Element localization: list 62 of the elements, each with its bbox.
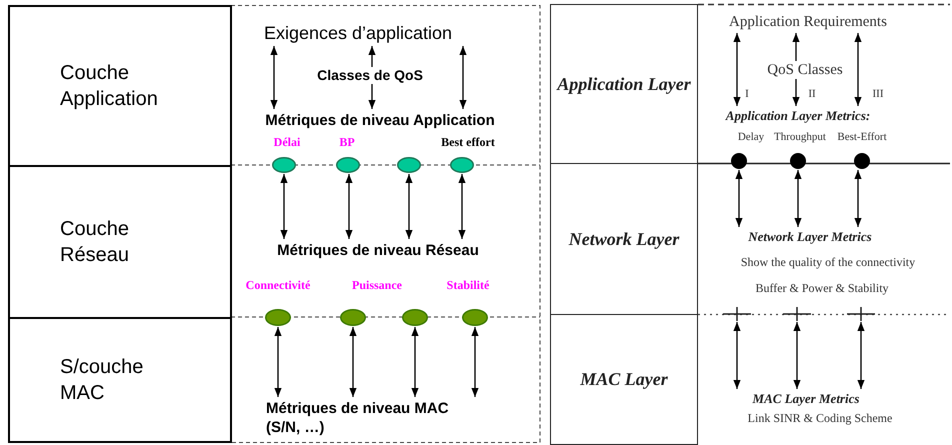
double-arrow <box>733 322 741 389</box>
double-arrow <box>411 327 419 397</box>
metric-label: Best-Effort <box>837 131 887 144</box>
oval-marker <box>450 157 474 173</box>
metric-label: Puissance <box>352 278 402 292</box>
metric-label: II <box>808 88 816 102</box>
double-arrow <box>270 46 278 109</box>
layer-cell: Couche Application <box>8 5 232 167</box>
cross-marker <box>723 307 751 321</box>
layer-cell: Couche Réseau <box>8 165 232 319</box>
oval-marker <box>462 309 488 326</box>
double-arrow <box>280 174 288 239</box>
metric-label: III <box>872 88 884 102</box>
metric-label: Link SINR & Coding Scheme <box>748 411 892 426</box>
metric-label: QoS Classes <box>765 61 845 79</box>
double-arrow <box>857 322 865 389</box>
heading-text: Application Requirements <box>708 12 908 32</box>
dot-marker <box>790 153 806 169</box>
layer-cell: S/couche MAC <box>8 317 232 443</box>
metric-label: I <box>745 88 749 102</box>
metric-label: Delay <box>738 131 764 144</box>
double-arrow <box>274 327 282 397</box>
metric-label: Connectivité <box>246 278 310 292</box>
double-arrow <box>405 174 413 239</box>
oval-marker <box>397 157 421 173</box>
oval-marker <box>340 309 366 326</box>
double-arrow <box>458 174 466 239</box>
double-arrow <box>733 33 741 106</box>
metric-label: Show the quality of the connectivity <box>740 255 916 270</box>
metric-label: Throughput <box>774 131 826 144</box>
double-arrow <box>854 170 862 227</box>
double-arrow <box>794 170 802 227</box>
cross-marker <box>783 307 811 321</box>
cross-marker <box>847 307 875 321</box>
metric-label: BP <box>339 135 355 150</box>
double-arrow <box>793 322 801 389</box>
metric-heading: Application Layer Metrics: <box>703 107 893 125</box>
metric-label: Stabilité <box>446 278 490 292</box>
layer-cell: Network Layer <box>550 163 698 316</box>
dot-marker <box>731 153 747 169</box>
metric-label: Best effort <box>441 135 495 150</box>
layer-cell: Application Layer <box>550 4 698 165</box>
oval-marker <box>272 157 296 173</box>
metric-label: Délai <box>274 135 300 150</box>
double-arrow <box>349 327 357 397</box>
metric-label: Classes de QoS <box>315 67 425 84</box>
oval-marker <box>265 309 291 326</box>
metric-label: Buffer & Power & Stability <box>755 281 889 296</box>
double-arrow <box>854 33 862 106</box>
double-arrow <box>735 170 743 227</box>
metric-heading: Métriques de niveau MAC (S/N, …) <box>266 398 476 438</box>
double-arrow <box>459 46 467 109</box>
heading-text: Exigences d’application <box>248 21 468 45</box>
oval-marker <box>402 309 428 326</box>
double-arrow <box>345 174 353 239</box>
layer-cell: MAC Layer <box>550 314 698 445</box>
metric-heading: Network Layer Metrics <box>715 228 905 246</box>
double-arrow <box>471 327 479 397</box>
dot-marker <box>854 153 870 169</box>
oval-marker <box>336 157 360 173</box>
metric-heading: MAC Layer Metrics <box>716 390 896 408</box>
metric-heading: Métriques de niveau Réseau <box>258 240 498 260</box>
